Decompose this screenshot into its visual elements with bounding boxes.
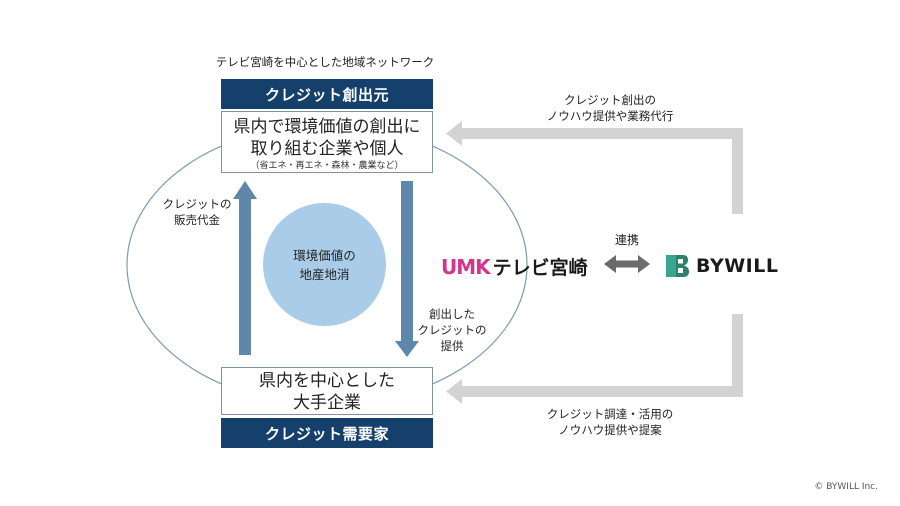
- right-arrow-label-line2: クレジットの: [417, 323, 487, 337]
- bottom-flow-label-line2: ノウハウ提供や提案: [558, 423, 662, 437]
- right-arrow-label: 創出した クレジットの 提供: [414, 306, 490, 354]
- credit-demand-box: 県内を中心とした 大手企業: [221, 367, 433, 415]
- top-flow-label-line1: クレジット創出の: [564, 93, 656, 107]
- credit-origin-header: クレジット創出元: [221, 79, 433, 109]
- arrow-flow-top: [446, 121, 743, 214]
- circle-line2: 地産地消: [299, 266, 350, 282]
- right-arrow-label-line1: 創出した: [429, 307, 475, 321]
- credit-origin-line1: 県内で環境価値の創出に: [233, 117, 421, 137]
- arrow-down-credit: [395, 181, 419, 357]
- left-arrow-label-line1: クレジットの: [162, 197, 232, 211]
- local-consumption-circle: 環境価値の 地産地消: [263, 203, 386, 326]
- partnership-double-arrow-icon: [604, 255, 650, 273]
- partnership-label: 連携: [614, 233, 639, 247]
- bottom-flow-label: クレジット調達・活用の ノウハウ提供や提案: [520, 406, 700, 438]
- arrow-flow-bottom: [446, 314, 743, 404]
- credit-demand-line1: 県内を中心とした: [259, 371, 395, 391]
- bywill-logo-name: BYWILL: [696, 255, 779, 277]
- credit-demand-header: クレジット需要家: [221, 418, 433, 448]
- right-arrow-label-line3: 提供: [440, 339, 464, 353]
- top-flow-label: クレジット創出の ノウハウ提供や業務代行: [520, 92, 700, 124]
- credit-origin-line2: 取り組む企業や個人: [250, 139, 404, 159]
- bottom-flow-label-line1: クレジット調達・活用の: [546, 407, 674, 421]
- bywill-logo: BYWILL: [666, 255, 778, 277]
- network-title: テレビ宮崎を中心とした地域ネットワーク: [215, 55, 435, 69]
- arrow-up-payment: [233, 181, 257, 355]
- umk-logo-name: テレビ宮崎: [492, 257, 588, 279]
- umk-logo: UMK テレビ宮崎: [441, 253, 588, 280]
- umk-logo-prefix: UMK: [441, 255, 491, 279]
- credit-demand-line2: 大手企業: [293, 393, 361, 413]
- left-arrow-label-line2: 販売代金: [174, 213, 220, 227]
- left-arrow-label: クレジットの 販売代金: [158, 196, 236, 228]
- credit-origin-box: 県内で環境価値の創出に 取り組む企業や個人 （省エネ・再エネ・森林・農業など）: [221, 111, 433, 173]
- credit-origin-note: （省エネ・再エネ・森林・農業など）: [250, 161, 404, 171]
- bywill-mark-icon: [666, 255, 689, 277]
- circle-line1: 環境価値の: [293, 247, 356, 263]
- copyright: © BYWILL Inc.: [814, 482, 878, 492]
- top-flow-label-line2: ノウハウ提供や業務代行: [546, 109, 674, 123]
